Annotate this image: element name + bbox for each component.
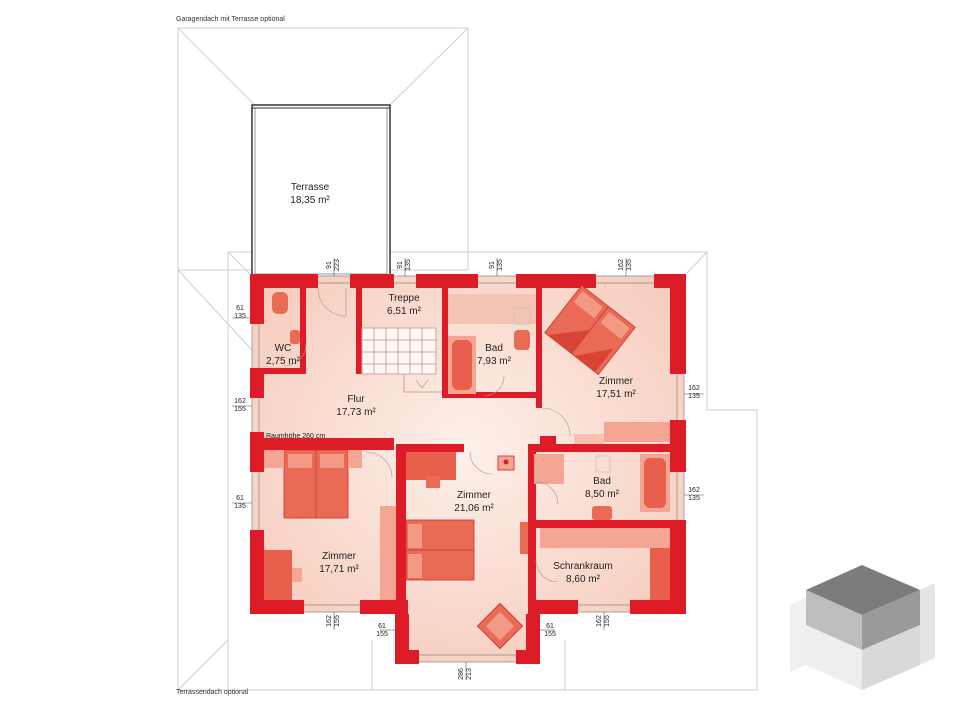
room-name: Bad — [593, 476, 611, 487]
staircase — [361, 327, 442, 393]
room-area: 21,06 m² — [454, 503, 494, 514]
room-label-flur: Flur 17,73 m² — [336, 393, 375, 419]
room-area: 18,35 m² — [290, 195, 330, 206]
dimension-ticks — [232, 258, 704, 680]
room-name: Bad — [485, 343, 503, 354]
room-area: 2,75 m² — [266, 356, 300, 367]
room-area: 17,73 m² — [336, 407, 376, 418]
room-label-zimmer-2: Zimmer 21,06 m² — [454, 489, 493, 515]
room-area: 17,71 m² — [319, 564, 359, 575]
garage-roof-note: Garagendach mit Terrasse optional — [176, 16, 285, 23]
room-area: 8,60 m² — [566, 574, 600, 585]
logo-cube — [790, 565, 935, 690]
room-area: 17,51 m² — [596, 389, 636, 400]
room-name: Zimmer — [599, 376, 633, 387]
room-area: 7,93 m² — [477, 356, 511, 367]
room-name: Zimmer — [457, 490, 491, 501]
room-label-bad-1: Bad 7,93 m² — [477, 342, 511, 368]
room-name: Treppe — [388, 293, 420, 304]
room-name: Flur — [347, 394, 365, 405]
room-name: WC — [274, 343, 292, 354]
doors — [283, 287, 571, 583]
windows — [251, 275, 685, 663]
roof-outline — [177, 27, 758, 691]
furniture — [264, 284, 670, 650]
room-label-schrankraum: Schrankraum 8,60 m² — [553, 560, 612, 586]
terrace — [251, 104, 391, 278]
room-area: 8,50 m² — [585, 489, 619, 500]
room-label-wc: WC 2,75 m² — [266, 342, 300, 368]
room-area: 6,51 m² — [387, 306, 421, 317]
walls — [250, 274, 686, 664]
room-label-treppe: Treppe 6,51 m² — [387, 292, 421, 318]
room-height-label: Raumhöhe 260 cm — [266, 433, 326, 440]
room-name: Schrankraum — [553, 561, 613, 572]
room-label-zimmer-1: Zimmer 17,51 m² — [596, 375, 635, 401]
terrace-roof-note: Terrassendach optional — [176, 689, 249, 696]
room-name: Zimmer — [322, 551, 356, 562]
room-label-terrasse: Terrasse 18,35 m² — [290, 181, 329, 207]
room-label-zimmer-3: Zimmer 17,71 m² — [319, 550, 358, 576]
room-label-bad-2: Bad 8,50 m² — [585, 475, 619, 501]
room-name: Terrasse — [290, 182, 330, 193]
